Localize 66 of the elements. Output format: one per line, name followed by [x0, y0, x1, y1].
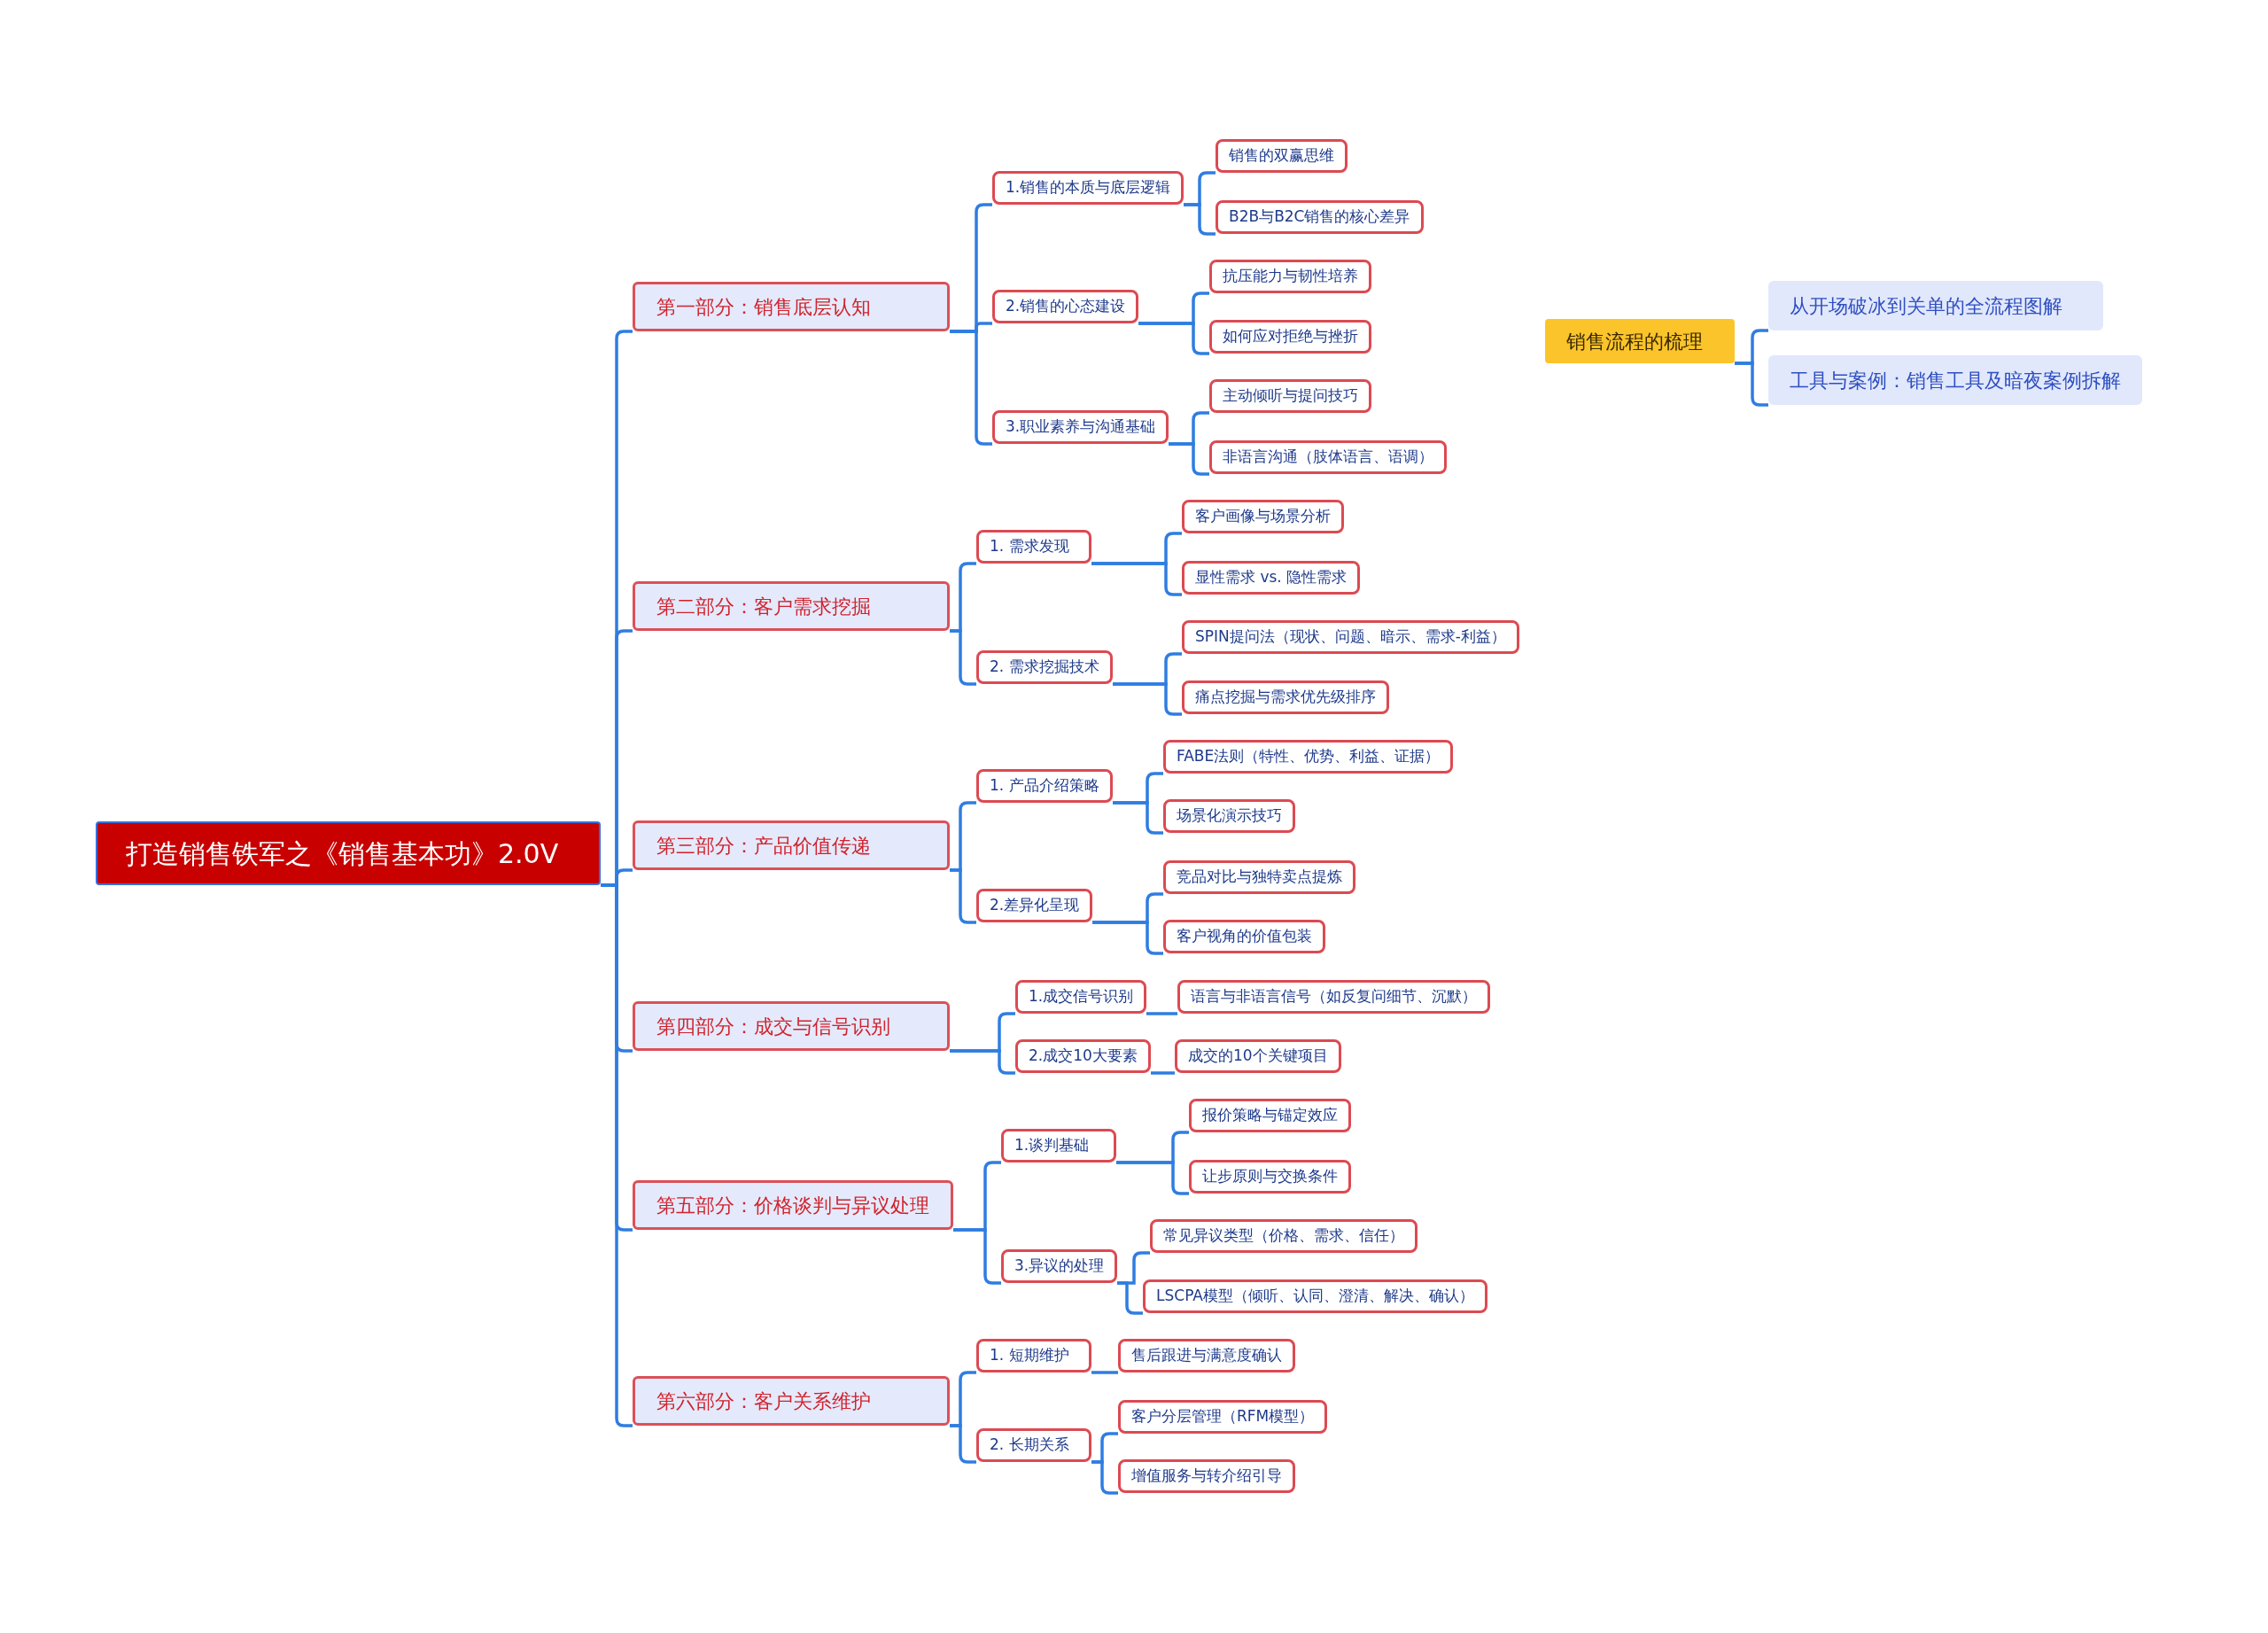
- leaf-topic-box: 成交的10个关键项目: [1175, 1039, 1341, 1073]
- connector-line: [1113, 682, 1182, 716]
- connector-line: [1091, 562, 1182, 596]
- subtopic-box: 从开场破冰到关单的全流程图解: [1768, 281, 2103, 330]
- subtopic-box: 1. 产品介绍策略: [976, 769, 1113, 803]
- connector-line: [1169, 442, 1209, 476]
- connector-line: [1091, 1371, 1118, 1374]
- leaf-topic-box: 主动倾听与提问技巧: [1209, 379, 1371, 413]
- connector-line: [953, 1228, 1001, 1285]
- section-box: 第二部分：客户需求挖掘: [633, 581, 950, 631]
- connector-line: [1151, 1071, 1175, 1075]
- leaf-topic-box: 语言与非语言信号（如反复问细节、沉默）: [1177, 980, 1490, 1014]
- leaf-topic-box: 客户分层管理（RFM模型）: [1118, 1400, 1328, 1434]
- leaf-topic-box: B2B与B2C销售的核心差异: [1216, 200, 1424, 234]
- connector-line: [1117, 1281, 1143, 1315]
- leaf-topic-box: 抗压能力与韧性培养: [1209, 260, 1371, 293]
- leaf-topic-box: 场景化演示技巧: [1163, 799, 1295, 833]
- leaf-topic-box: 非语言沟通（肢体语言、语调）: [1209, 440, 1447, 474]
- leaf-topic-box: 痛点挖掘与需求优先级排序: [1182, 680, 1389, 714]
- connector-line: [1092, 921, 1163, 955]
- leaf-topic-box: 常见异议类型（价格、需求、信任）: [1150, 1219, 1418, 1253]
- section-box: 第三部分：产品价值传递: [633, 820, 950, 870]
- connector-line: [950, 1049, 1015, 1075]
- subtopic-box: 2.差异化呈现: [976, 889, 1093, 922]
- leaf-topic-box: 让步原则与交换条件: [1189, 1160, 1351, 1194]
- subtopic-box: 3.异议的处理: [1001, 1249, 1118, 1283]
- leaf-topic-box: 客户画像与场景分析: [1182, 500, 1344, 533]
- subtopic-box: 1. 需求发现: [976, 530, 1091, 564]
- leaf-topic-box: LSCPA模型（倾听、认同、澄清、解决、确认）: [1143, 1279, 1487, 1313]
- connector-line: [1091, 1460, 1118, 1495]
- leaf-topic-box: 报价策略与锚定效应: [1189, 1099, 1351, 1132]
- section-box: 第五部分：价格谈判与异议处理: [633, 1180, 953, 1230]
- section-box: 第四部分：成交与信号识别: [633, 1001, 950, 1051]
- connector-line: [1116, 1161, 1189, 1195]
- floating-topic-box: 销售流程的梳理: [1545, 319, 1735, 363]
- subtopic-box: 3.职业素养与沟通基础: [992, 410, 1169, 444]
- leaf-topic-box: 客户视角的价值包装: [1163, 920, 1325, 953]
- leaf-topic-box: 售后跟进与满意度确认: [1118, 1339, 1295, 1372]
- connector-line: [1735, 362, 1768, 407]
- subtopic-box: 1. 短期维护: [976, 1339, 1091, 1372]
- leaf-topic-box: SPIN提问法（现状、问题、暗示、需求-利益）: [1182, 620, 1519, 654]
- leaf-topic-box: 增值服务与转介绍引导: [1118, 1459, 1295, 1493]
- connector-line: [1184, 203, 1216, 236]
- leaf-topic-box: 如何应对拒绝与挫折: [1209, 320, 1371, 354]
- connector-line: [950, 1424, 976, 1464]
- subtopic-box: 1.销售的本质与底层逻辑: [992, 171, 1184, 205]
- subtopic-box: 2. 需求挖掘技术: [976, 650, 1113, 684]
- leaf-topic-box: FABE法则（特性、优势、利益、证据）: [1163, 740, 1454, 774]
- subtopic-box: 2.成交10大要素: [1015, 1039, 1151, 1073]
- connector-line: [1138, 322, 1209, 355]
- section-box: 第六部分：客户关系维护: [633, 1376, 950, 1426]
- subtopic-box: 2. 长期关系: [976, 1428, 1091, 1462]
- leaf-topic-box: 显性需求 vs. 隐性需求: [1182, 561, 1361, 595]
- central-topic-box: 打造销售铁军之《销售基本功》2.0V: [96, 821, 601, 885]
- section-box: 第一部分：销售底层认知: [633, 282, 950, 331]
- leaf-topic-box: 销售的双赢思维: [1216, 139, 1348, 173]
- connector-line: [950, 868, 976, 924]
- connector-line: [950, 629, 976, 686]
- subtopic-box: 工具与案例：销售工具及暗夜案例拆解: [1768, 355, 2142, 405]
- connector-line: [1146, 1012, 1177, 1015]
- connector-line: [1113, 801, 1163, 835]
- connector-line: [950, 330, 992, 446]
- subtopic-box: 2.销售的心态建设: [992, 290, 1139, 323]
- subtopic-box: 1.谈判基础: [1001, 1129, 1116, 1163]
- subtopic-box: 1.成交信号识别: [1015, 980, 1147, 1014]
- leaf-topic-box: 竞品对比与独特卖点提炼: [1163, 860, 1355, 894]
